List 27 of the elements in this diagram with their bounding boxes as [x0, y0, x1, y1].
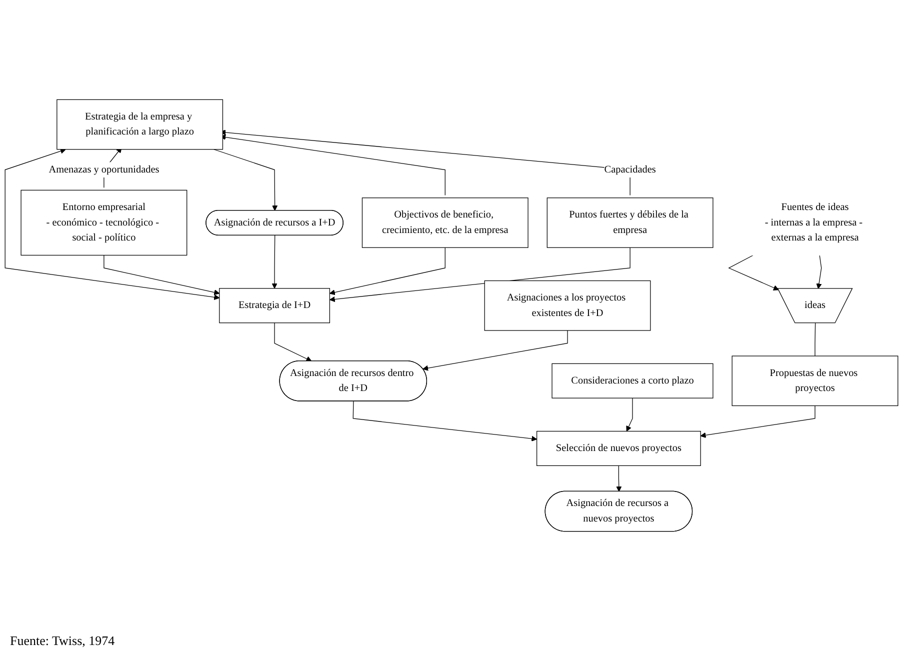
arrow	[728, 254, 779, 290]
node-text: Fuentes de ideas - internas a la empresa - externas a la empresa	[764, 202, 863, 244]
arrow	[816, 254, 822, 289]
node-box: Consideraciones a corto plazo	[552, 363, 714, 398]
arrow	[700, 405, 816, 438]
arrow	[422, 330, 568, 371]
arrow	[616, 465, 622, 492]
arrow	[352, 400, 538, 442]
arrow	[104, 254, 220, 296]
arrow	[214, 149, 278, 211]
node-box: Entorno empresarial - económico - tecnológico - social - político	[20, 190, 188, 256]
edge-label: Amenazas y oportunidades	[48, 164, 160, 175]
node-box: Puntos fuertes y débiles de la empresa	[546, 198, 714, 248]
arrow	[272, 235, 278, 289]
node-box: Selección de nuevos proyectos	[536, 430, 701, 466]
arrow	[626, 398, 633, 432]
edge-label: Capacidades	[604, 164, 656, 175]
node-box: Propuestas de nuevos proyectos	[732, 356, 898, 406]
arrow	[329, 247, 630, 302]
arrow	[274, 322, 312, 362]
node-box: Estrategia de I+D	[219, 288, 330, 324]
connector	[814, 322, 816, 356]
caption: Fuente: Twiss, 1974	[9, 632, 116, 650]
node-box: Objectivos de beneficio, crecimiento, etc. de la empresa	[362, 198, 528, 248]
node-box: Asignaciones a los proyectos existentes de I+D	[484, 280, 651, 331]
arrow	[329, 247, 446, 296]
node-box: Estrategia de la empresa y planificación a largo plazo	[56, 99, 224, 150]
